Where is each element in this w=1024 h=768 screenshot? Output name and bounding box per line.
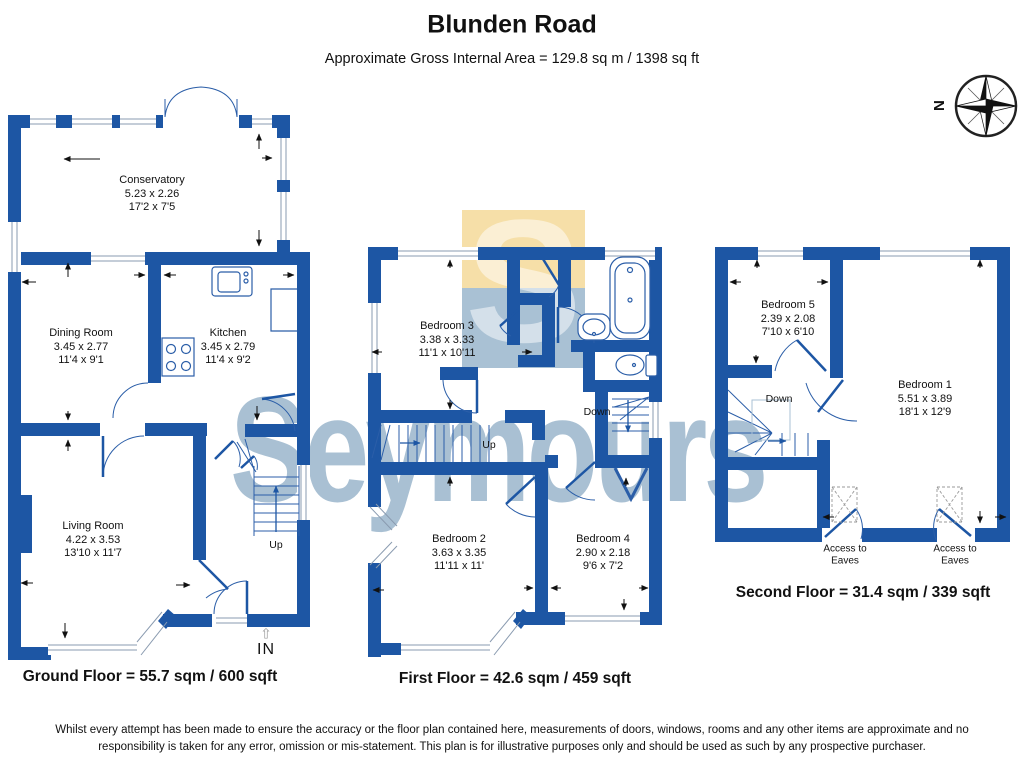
- hob-icon: [161, 337, 195, 377]
- second-floor-walls: [715, 247, 1010, 542]
- room-label-dining-room: Dining Room 3.45 x 2.77 11'4 x 9'1: [49, 327, 113, 368]
- eaves-line2: Eaves: [941, 555, 969, 566]
- second-floor-windows: [758, 247, 970, 260]
- room-name: Living Room: [62, 519, 124, 532]
- ground-floor-stairs: [236, 438, 300, 536]
- room-dim-metric: 4.22 x 3.53: [65, 533, 121, 546]
- second-floor-caption: Second Floor = 31.4 sqm / 339 sqft: [735, 584, 991, 601]
- first-floor-caption: First Floor = 42.6 sqm / 459 sqft: [398, 670, 632, 687]
- disclaimer: Whilst every attempt has been made to en…: [0, 722, 1024, 756]
- compass-icon: N: [931, 74, 1018, 138]
- toilet-icon: [615, 354, 645, 376]
- first-floor-stairs: [371, 396, 650, 462]
- disclaimer-line-2: responsibility is taken for any error, o…: [98, 741, 926, 753]
- room-dim-imperial: 17'2 x 7'5: [128, 200, 176, 213]
- ground-floor-caption: Ground Floor = 55.7 sqm / 600 sqft: [22, 668, 278, 685]
- bathroom-fixtures: [577, 256, 658, 377]
- entrance-arrow-icon: ⇧: [260, 625, 272, 642]
- room-dim-imperial: 11'11 x 11': [433, 559, 485, 572]
- room-dim-metric: 2.90 x 2.18: [575, 546, 631, 559]
- first-floor-dim-arrows: [371, 259, 649, 611]
- compass-north-label: N: [931, 100, 948, 111]
- room-dim-metric: 2.39 x 2.08: [760, 312, 816, 325]
- room-name: Dining Room: [49, 326, 113, 339]
- room-dim-imperial: 11'4 x 9'2: [205, 353, 251, 366]
- kitchen-fixtures: [161, 266, 297, 377]
- stairs-up-label-ground: Up: [269, 539, 283, 551]
- eaves-hatch: [831, 486, 963, 523]
- room-dim-imperial: 13'10 x 11'7: [64, 546, 122, 559]
- room-label-kitchen: Kitchen 3.45 x 2.79 11'4 x 9'2: [201, 327, 255, 368]
- room-label-conservatory: Conservatory 5.23 x 2.26 17'2 x 7'5: [119, 174, 184, 215]
- second-floor-plan: [715, 247, 1010, 542]
- room-dim-imperial: 11'4 x 9'1: [58, 353, 104, 366]
- page-subtitle: Approximate Gross Internal Area = 129.8 …: [324, 51, 700, 67]
- room-dim-imperial: 18'1 x 12'9: [898, 405, 952, 418]
- eaves-line1: Access to: [823, 543, 867, 555]
- ground-floor-dim-arrows: [20, 133, 295, 639]
- brand-text-watermark: Seymours: [230, 365, 768, 533]
- eaves-line1: Access to: [933, 543, 977, 555]
- page-title: Blunden Road: [427, 10, 597, 39]
- room-dim-imperial: 7'10 x 6'10: [761, 325, 815, 338]
- entrance-label: IN: [257, 641, 275, 658]
- stairs-down-label-second: Down: [765, 393, 793, 405]
- room-label-bedroom-2: Bedroom 2 3.63 x 3.35 11'11 x 11': [432, 533, 486, 574]
- room-name: Bedroom 2: [432, 532, 486, 545]
- room-name: Kitchen: [209, 326, 247, 339]
- room-dim-metric: 3.45 x 2.79: [200, 340, 256, 353]
- second-floor-doors: [774, 339, 972, 541]
- ground-floor-windows: [8, 115, 310, 656]
- room-dim-metric: 3.63 x 3.35: [431, 546, 487, 559]
- eaves-label-left: Access to Eaves: [823, 544, 866, 567]
- room-dim-metric: 5.51 x 3.89: [897, 392, 953, 405]
- second-floor-dim-arrows: [729, 259, 1007, 524]
- room-label-bedroom-1: Bedroom 1 5.51 x 3.89 18'1 x 12'9: [898, 379, 952, 420]
- counter-line: [270, 288, 297, 332]
- room-name: Bedroom 4: [576, 532, 630, 545]
- room-name: Conservatory: [119, 173, 185, 186]
- room-dim-metric: 3.38 x 3.33: [419, 333, 475, 346]
- room-label-living-room: Living Room 4.22 x 3.53 13'10 x 11'7: [62, 520, 123, 561]
- room-name: Bedroom 5: [761, 298, 815, 311]
- ground-floor-plan: [8, 86, 310, 660]
- stairs-down-label-first: Down: [583, 406, 611, 418]
- first-floor-doors: [442, 258, 649, 518]
- room-dim-imperial: 9'6 x 7'2: [582, 559, 624, 572]
- first-floor-windows: [368, 247, 662, 656]
- room-name: Bedroom 3: [420, 319, 474, 332]
- room-label-bedroom-5: Bedroom 5 2.39 x 2.08 7'10 x 6'10: [761, 299, 815, 340]
- room-name: Bedroom 1: [898, 378, 952, 391]
- second-floor-stairs: [727, 389, 809, 456]
- room-label-bedroom-4: Bedroom 4 2.90 x 2.18 9'6 x 7'2: [576, 533, 630, 574]
- stairs-up-label-first: Up: [482, 439, 496, 451]
- eaves-line2: Eaves: [831, 555, 859, 566]
- room-dim-metric: 5.23 x 2.26: [124, 187, 180, 200]
- room-label-bedroom-3: Bedroom 3 3.38 x 3.33 11'1 x 10'11: [418, 320, 475, 361]
- eaves-label-right: Access to Eaves: [933, 544, 976, 567]
- ground-floor-doors: [91, 86, 296, 615]
- disclaimer-line-1: Whilst every attempt has been made to en…: [55, 724, 969, 736]
- room-dim-imperial: 11'1 x 10'11: [418, 346, 476, 359]
- first-floor-plan: [368, 247, 662, 657]
- room-dim-metric: 3.45 x 2.77: [53, 340, 109, 353]
